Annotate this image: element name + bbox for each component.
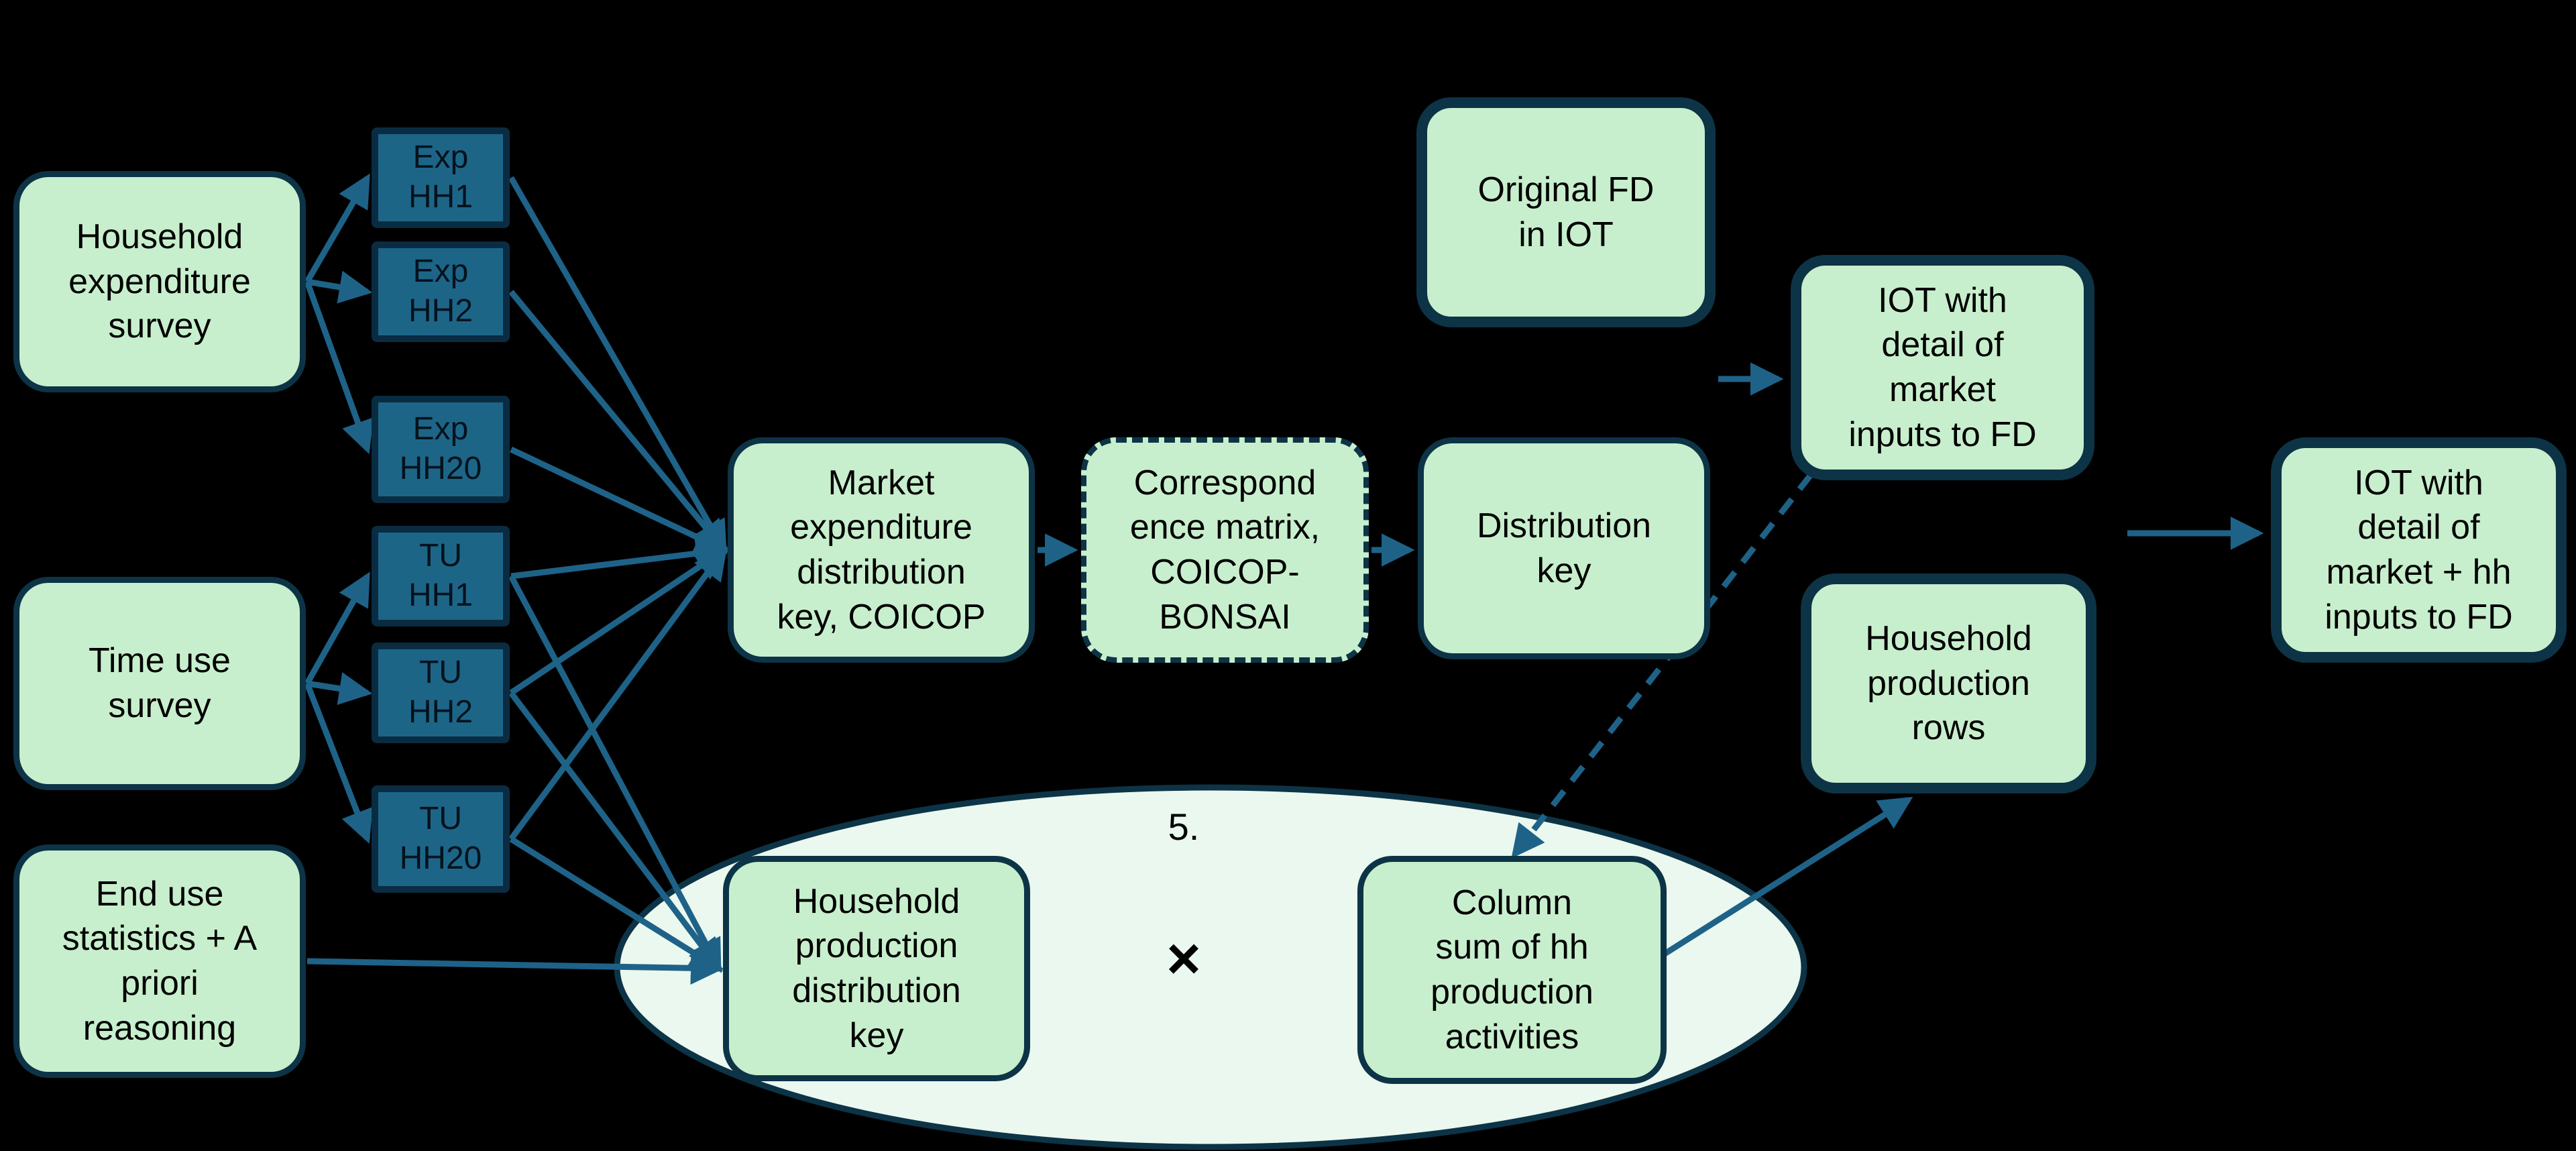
node-label: Distribution key [1476,506,1652,590]
node-label: TU HH1 [408,538,473,613]
node-exp-hh1: Exp HH1 [372,127,510,228]
node-exp-hh2: Exp HH2 [372,241,510,342]
node-end-use-statistics: End use statistics + A priori reasoning [13,844,306,1078]
node-time-use-survey: Time use survey [13,577,306,790]
node-label: Column sum of hh production activities [1431,883,1593,1056]
node-label: Household expenditure survey [68,217,251,346]
connector-tu-hh1-to-market-key [510,537,730,580]
node-tu-hh20: TU HH20 [372,785,510,893]
connector-hes-to-exp-hh20 [304,280,374,454]
node-household-production-key: Household production distribution key [723,856,1030,1081]
connector-tu-hh2-to-hh-production-key [508,691,722,973]
node-column-sum: Column sum of hh production activities [1357,856,1667,1084]
connector-exp-hh2-to-market-key [508,290,728,554]
connector-end-use-to-hh-production-key [306,951,724,985]
node-original-fd: Original FD in IOT [1416,97,1716,327]
connector-tu-hh1-to-hh-production-key [508,574,722,973]
node-label: TU HH2 [408,655,473,730]
node-label: Correspond ence matrix, COICOP- BONSAI [1129,463,1321,637]
node-tu-hh1: TU HH1 [372,526,510,626]
node-label: IOT with detail of market inputs to FD [1848,280,2037,454]
node-distribution-key: Distribution key [1418,437,1710,659]
node-iot-market: IOT with detail of market inputs to FD [1791,255,2094,480]
node-exp-hh20: Exp HH20 [372,396,510,503]
node-label: TU HH20 [399,801,482,876]
node-household-production-rows: Household production rows [1801,573,2096,793]
connector-tus-to-tu-hh2 [306,672,373,705]
node-label: Time use survey [89,641,231,725]
node-label: End use statistics + A priori reasoning [62,874,258,1048]
connector-exp-hh20-to-market-key [510,446,729,553]
connector-tus-to-tu-hh20 [304,682,373,844]
connector-column-sum-to-hh-production-rows [1648,797,1913,966]
node-household-expenditure-survey: Household expenditure survey [13,171,306,392]
connector-tu-hh20-to-market-key [508,546,728,841]
connector-dashed-iot-market-to-column-sum [1511,473,1813,859]
node-iot-market-hh: IOT with detail of market + hh inputs to… [2271,437,2567,663]
connector-tus-to-tu-hh1 [304,571,370,686]
connector-hes-to-exp-hh1 [304,173,370,284]
step-number-label: 5. [1168,806,1200,848]
node-label: Exp HH1 [408,140,473,215]
connector-hes-to-exp-hh2 [306,270,373,304]
connector-tu-hh2-to-market-key [509,547,729,696]
node-market-expenditure-key: Market expenditure distribution key, COI… [728,437,1035,663]
node-label: Exp HH20 [399,411,482,486]
node-correspondence-matrix: Correspond ence matrix, COICOP- BONSAI [1081,437,1369,663]
node-label: IOT with detail of market + hh inputs to… [2325,463,2513,637]
node-tu-hh2: TU HH2 [372,643,510,743]
node-label: Original FD in IOT [1477,170,1655,254]
multiply-operator: × [1166,925,1201,991]
node-label: Market expenditure distribution key, COI… [777,463,986,637]
node-label: Exp HH2 [408,254,473,329]
connector-exp-hh1-to-market-key [508,176,727,555]
node-label: Household production distribution key [792,881,961,1055]
node-label: Household production rows [1865,619,2032,748]
connector-tu-hh20-to-hh-production-key [509,836,724,971]
